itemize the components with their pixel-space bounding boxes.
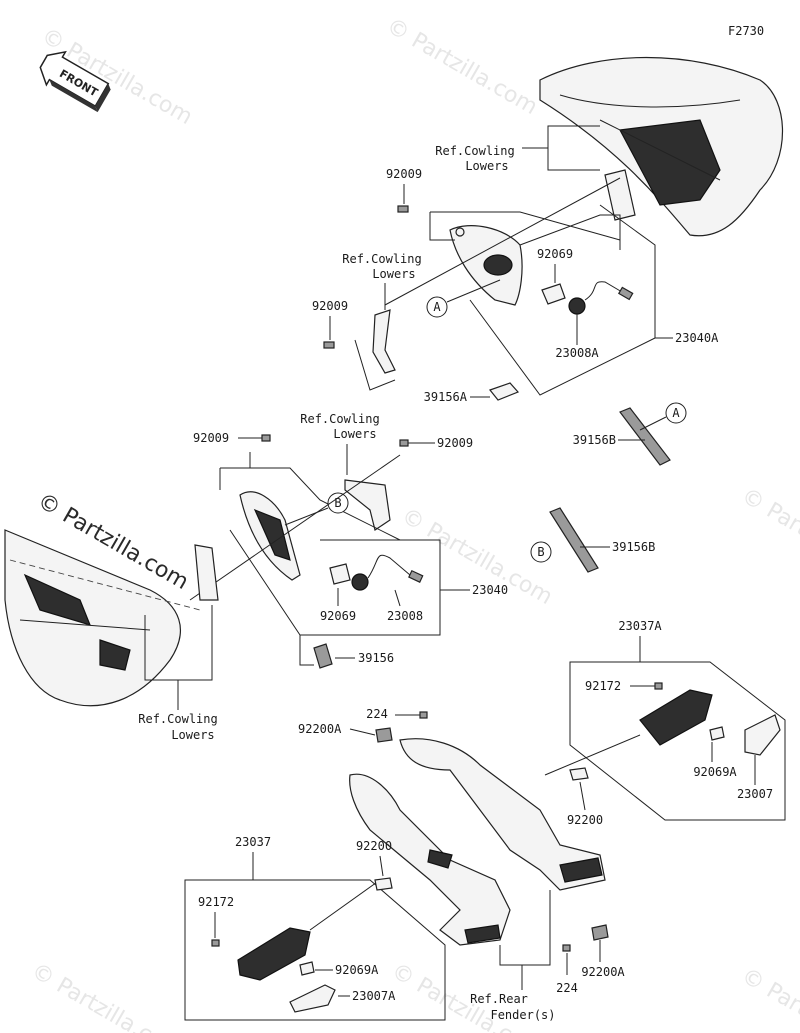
washer-92200a-top: 92200A [298,722,393,743]
ref-rear-fender: Ref.Rear Fender(s) [470,890,556,1022]
part-39156b-a: A 39156B [573,402,687,466]
watermark-2: © Partzilla.com [382,14,542,121]
callout-a-right-label: A [672,406,680,420]
bolt-224-bottom: 224 [556,944,578,995]
bulb-92069a-left: 92069A [315,963,379,977]
part-39156b-b: 39156B B [530,507,655,573]
screw-92009-middle-right: 92009 [399,436,473,450]
group-23040: 23040 [229,529,508,636]
label-39156a: 39156A [424,390,468,404]
front-signal-housing-middle [219,452,401,581]
ref-cowling-lowers-3: Ref.Cowling Lowers [300,412,391,531]
upper-cowling-fairing [539,56,784,237]
screw-92172-left: 92172 [198,895,234,947]
label-39156b-b: 39156B [612,540,655,554]
screw-92009-left: 92009 [312,299,348,349]
callout-a-upper-label: A [433,300,441,314]
label-224-a: 224 [366,707,388,721]
group-23040a: 23040A [469,204,719,396]
lens-23007a: 23007A [338,989,396,1003]
label-23037a: 23037A [618,619,662,633]
label-92172-b: 92172 [198,895,234,909]
label-92069-b: 92069 [320,609,356,623]
ref-cowling-lowers-2-l1: Ref.Cowling [342,252,421,266]
lower-cowling-left [4,529,219,707]
ref-cowling-lowers-1-l1: Ref.Cowling [435,144,514,158]
label-23037: 23037 [235,835,271,849]
label-92009-c: 92009 [193,431,229,445]
ref-cowling-lowers-3-l1: Ref.Cowling [300,412,379,426]
ref-cowling-lowers-4-l2: Lowers [171,728,214,742]
callout-b-middle-label: B [334,496,341,510]
label-23040a: 23040A [675,331,719,345]
watermark-4: © Partzilla.com [737,484,800,591]
label-92069-a: 92069 [537,247,573,261]
rear-signal-left-23037: 23037 [184,835,446,1021]
ref-rear-fender-l1: Ref.Rear [470,992,528,1006]
part-39156: 39156 [299,635,394,669]
watermark-7: © Partzilla.com [737,964,800,1033]
screw-92009-top: 92009 [386,167,422,213]
label-92009-a: 92009 [386,167,422,181]
callout-a-upper: A [384,177,621,318]
label-23008: 23008 [387,609,423,623]
label-23040: 23040 [472,583,508,597]
watermark-5: © Partzilla.com [27,959,187,1033]
washer-92200a-bottom: 92200A [581,924,625,979]
callout-b-middle: B [189,454,401,601]
screw-92009-middle-left: 92009 [193,431,271,445]
socket-23008a: 23008A [555,281,634,360]
part-39156a: 39156A [424,382,520,404]
bulb-92069-upper: 92069 [537,247,573,305]
front-signal-housing-upper [429,211,621,306]
ref-rear-fender-l2: Fender(s) [490,1008,555,1022]
callout-b-right-label: B [537,545,544,559]
label-92200a-a: 92200A [298,722,342,736]
washer-92200-right: 92200 [567,781,603,827]
washer-92200-left: 92200 [356,839,392,877]
label-39156: 39156 [358,651,394,665]
rear-signal-right-23037a: 23037A 92069A 23007 [544,619,786,821]
ref-cowling-lowers-4-l1: Ref.Cowling [138,712,217,726]
label-92172-a: 92172 [585,679,621,693]
label-92009-d: 92009 [437,436,473,450]
label-23007a: 23007A [352,989,396,1003]
ref-cowling-lowers-3-l2: Lowers [333,427,376,441]
figure-code: F2730 [728,24,764,38]
screw-92172-right: 92172 [585,679,663,693]
label-92200a-b: 92200A [581,965,625,979]
rear-fender-bracket [349,738,606,946]
ref-cowling-lowers-1: Ref.Cowling Lowers [435,125,600,173]
bulb-92069-middle: 92069 [320,563,356,623]
socket-23008: 23008 [351,554,424,623]
label-39156b-a: 39156B [573,433,616,447]
label-92200-a: 92200 [567,813,603,827]
label-92009-b: 92009 [312,299,348,313]
label-224-b: 224 [556,981,578,995]
ref-cowling-lowers-2-l2: Lowers [372,267,415,281]
label-23008a: 23008A [555,346,599,360]
label-23007: 23007 [737,787,773,801]
label-92069a-a: 92069A [693,765,737,779]
ref-cowling-lowers-4: Ref.Cowling Lowers [138,605,218,742]
ref-cowling-lowers-1-l2: Lowers [465,159,508,173]
label-92069a-b: 92069A [335,963,379,977]
ref-cowling-lowers-2: Ref.Cowling Lowers [342,252,422,391]
bolt-224-top: 224 [366,707,428,721]
label-92200-b: 92200 [356,839,392,853]
